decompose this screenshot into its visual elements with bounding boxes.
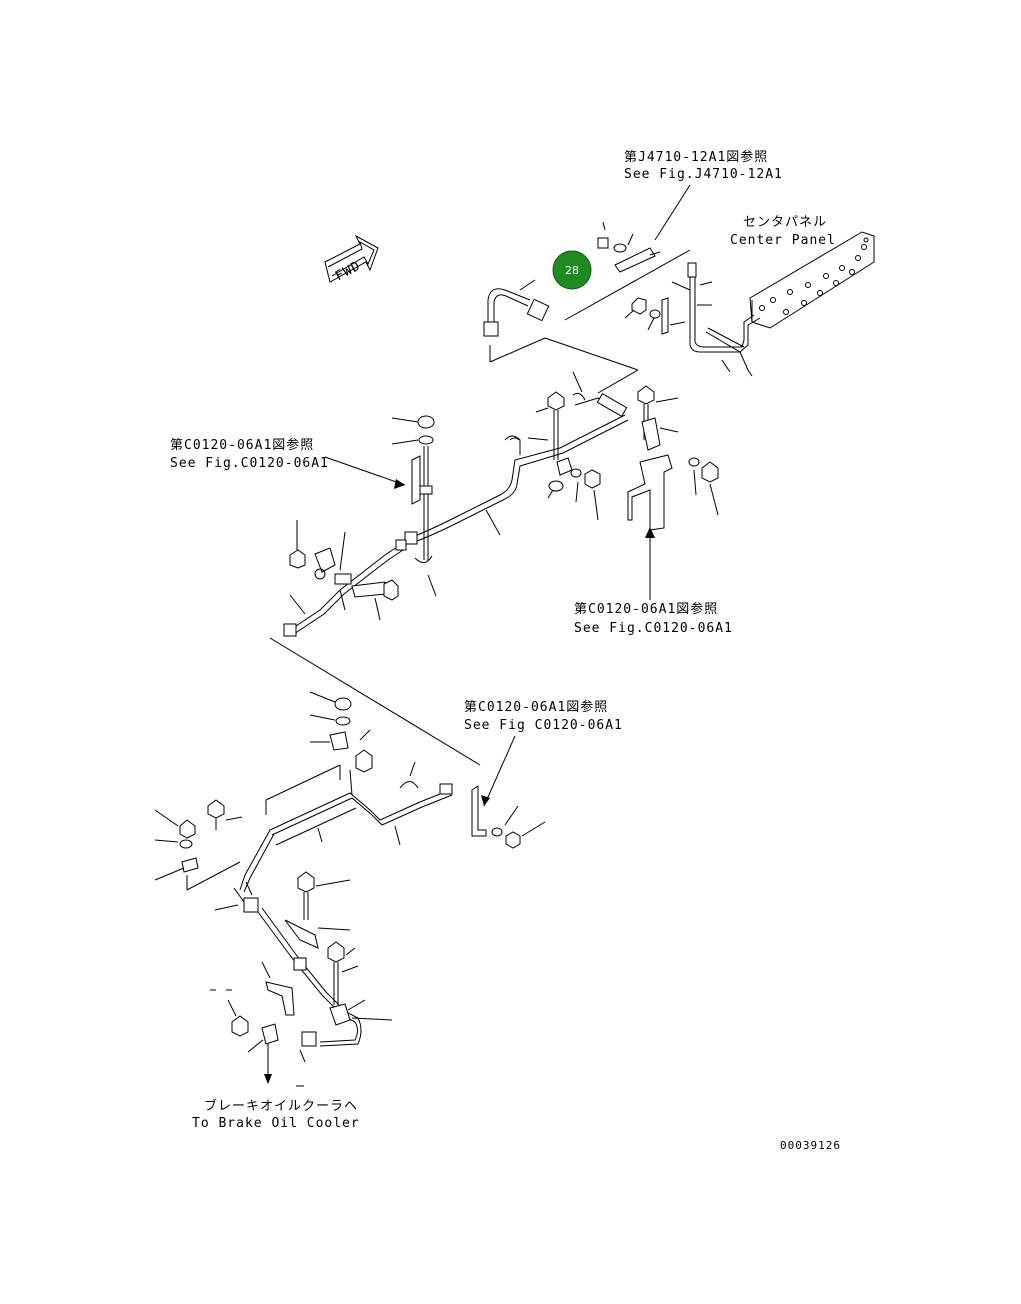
panel-pipes [671, 262, 761, 377]
mid-pipe-run [404, 392, 629, 545]
outline-line [544, 337, 639, 371]
right-bracket [627, 417, 719, 600]
ref-left-arrow [394, 479, 405, 489]
center-panel-jp: センタパネル [743, 215, 827, 230]
nut-washer-mid [624, 297, 686, 335]
callout-badge[interactable] [552, 250, 592, 290]
callout-number: 28 [565, 264, 579, 277]
lower-pipe-run [239, 764, 453, 893]
left-hose [283, 520, 407, 637]
bolts-upper [535, 385, 679, 460]
ref-mid-en: See Fig C0120-06A1 [464, 718, 623, 733]
ref-top-en: See Fig.J4710-12A1 [624, 167, 783, 182]
outline-line [597, 369, 639, 394]
center-panel-en: Center Panel [730, 233, 836, 248]
upper-hose [483, 279, 550, 363]
outline-line [269, 637, 481, 766]
ref-top-leader [654, 184, 691, 241]
ubolt-clamp [504, 371, 586, 455]
bracket-top [597, 221, 661, 273]
far-left-parts [154, 799, 243, 891]
center-panel-plate [749, 231, 875, 329]
lower-bolts [210, 871, 393, 1087]
ref-mid-jp: 第C0120-06A1図参照 [464, 699, 608, 715]
ref-left-en: See Fig.C0120-06A1 [170, 456, 329, 471]
fwd-arrow-icon [324, 234, 379, 283]
drawing-number: 00039126 [780, 1139, 841, 1152]
lower-clamp-stack [309, 691, 419, 789]
brake-cooler-en: To Brake Oil Cooler [192, 1116, 360, 1131]
lower-right-bracket [471, 785, 546, 849]
small-parts-mid [547, 457, 601, 521]
ref-right-jp: 第C0120-06A1図参照 [574, 601, 718, 617]
lower-hose [214, 881, 362, 1084]
ref-left-leader [324, 456, 406, 486]
outline-line [564, 249, 691, 321]
ref-mid-arrow [481, 795, 490, 806]
ref-top-jp: 第J4710-12A1図参照 [624, 149, 768, 165]
ref-mid-leader [483, 735, 516, 807]
ref-left-jp: 第C0120-06A1図参照 [170, 437, 314, 453]
ref-right-en: See Fig.C0120-06A1 [574, 621, 733, 636]
brake-cooler-jp: ブレーキオイルクーラヘ [204, 1098, 358, 1114]
left-bracket-stack [391, 415, 437, 597]
